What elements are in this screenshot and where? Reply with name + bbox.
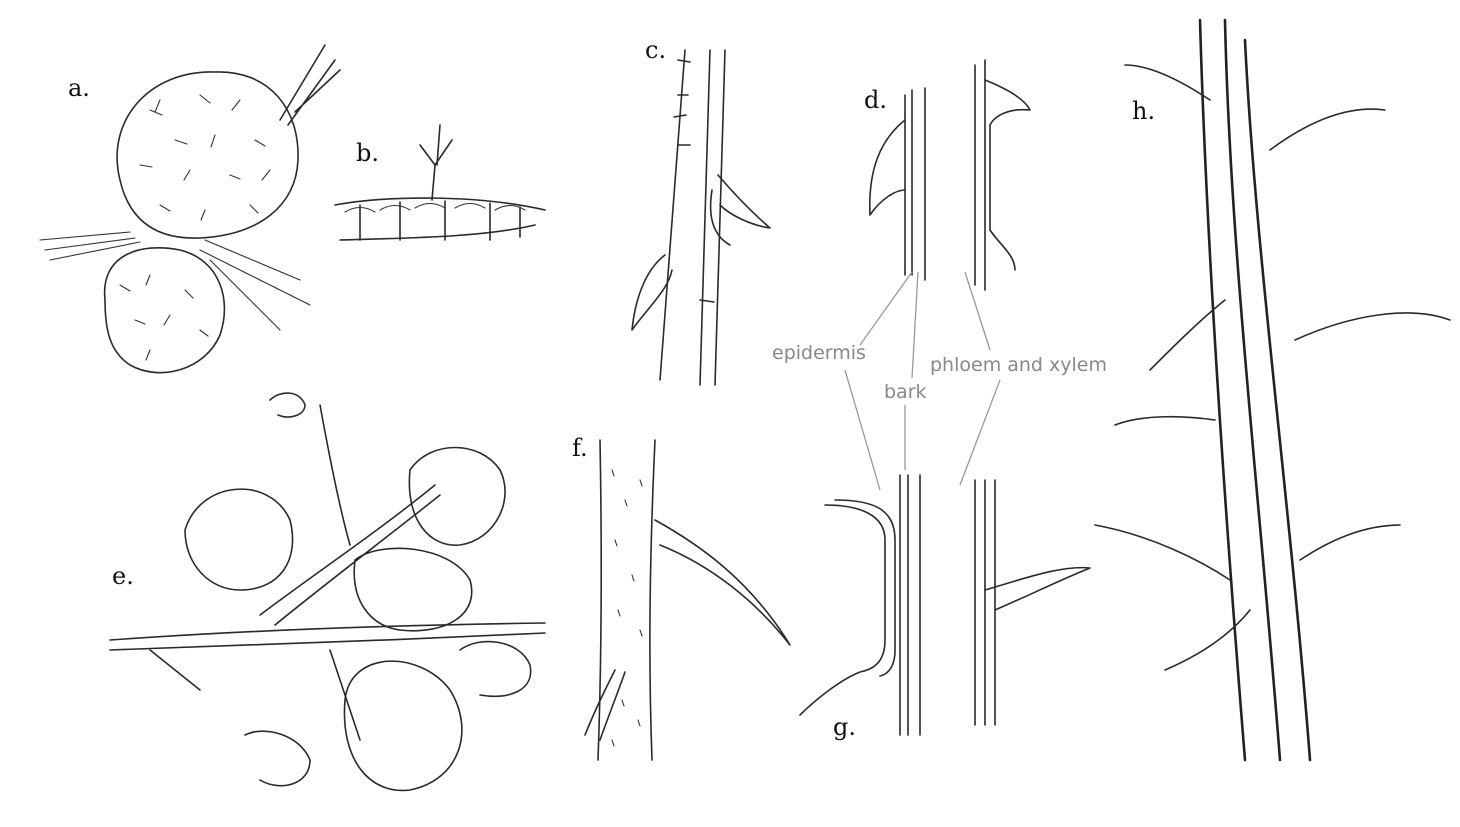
spiny-stem-drawing: [1095, 20, 1450, 760]
panel-label-a: a.: [68, 74, 90, 102]
thorn-section-drawing: [800, 475, 1090, 735]
prickle-section-drawing: [870, 60, 1030, 290]
panel-label-b: b.: [356, 139, 379, 167]
panel-label-h: h.: [1132, 97, 1155, 125]
prickled-stem-drawing: [632, 50, 770, 385]
panel-label-g: g.: [833, 713, 856, 741]
callout-bark: bark: [884, 381, 927, 403]
panel-label-c: c.: [645, 36, 666, 64]
panel-label-f: f.: [572, 434, 588, 462]
callout-epidermis: epidermis: [772, 342, 866, 364]
callout-phloem-xylem: phloem and xylem: [930, 354, 1107, 376]
thorn-stem-drawing: [585, 440, 790, 760]
panel-label-d: d.: [864, 86, 887, 114]
leafy-branch-drawing: [110, 393, 545, 790]
panel-label-e: e.: [112, 562, 134, 590]
